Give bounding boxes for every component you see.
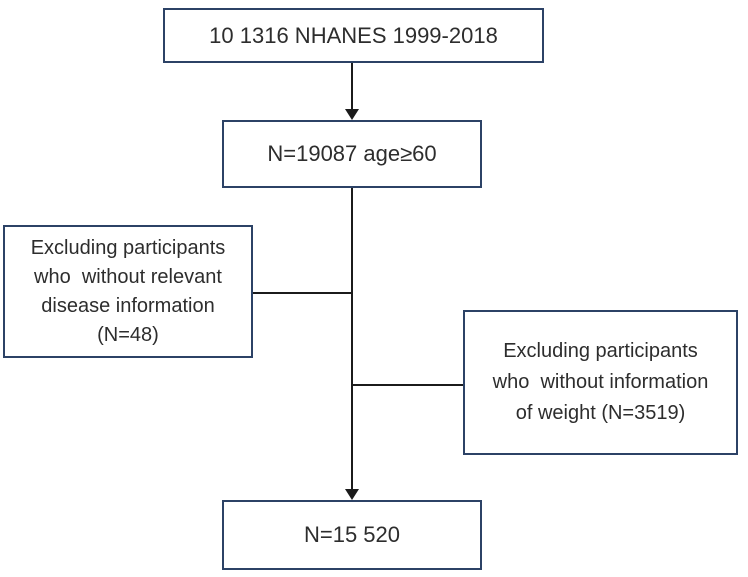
- excluded-weight-line: Excluding participants: [503, 340, 698, 362]
- box-source-label: 10 1316 NHANES 1999-2018: [209, 22, 498, 48]
- arrow-down-icon: [345, 489, 359, 500]
- connector-excluded-disease: [253, 292, 352, 294]
- box-excluded-weight: Excluding participants who without infor…: [463, 310, 738, 455]
- box-age-filtered: N=19087 age≥60: [222, 120, 482, 188]
- box-source-population: 10 1316 NHANES 1999-2018: [163, 8, 544, 63]
- excluded-disease-line: Excluding participants: [30, 236, 226, 259]
- excluded-weight-line: who without information: [492, 371, 709, 393]
- box-final-label: N=15 520: [303, 522, 401, 547]
- box-final-sample: N=15 520: [222, 500, 482, 570]
- connector-age-to-final: [351, 188, 353, 490]
- connector-excluded-weight: [353, 384, 463, 386]
- connector-source-to-age: [351, 63, 353, 111]
- arrow-down-icon: [345, 109, 359, 120]
- excluded-disease-line: disease information: [41, 294, 215, 317]
- box-age-label: N=19087 age≥60: [267, 141, 437, 166]
- excluded-disease-line: (N=48): [97, 323, 159, 346]
- box-excluded-disease: Excluding participants who without relev…: [3, 225, 253, 358]
- excluded-disease-line: who without relevant: [34, 265, 222, 288]
- excluded-weight-line: of weight (N=3519): [515, 402, 686, 424]
